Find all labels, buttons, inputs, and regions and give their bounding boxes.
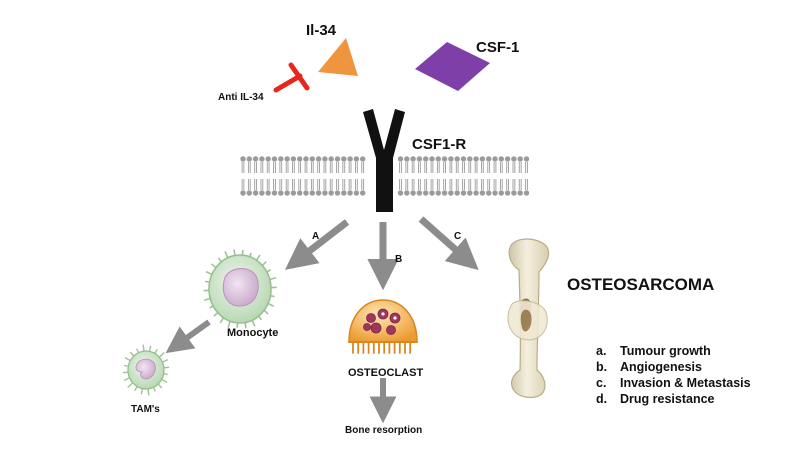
pathway-a-label: A — [312, 231, 319, 242]
monocyte-label: Monocyte — [227, 327, 278, 339]
monocyte-to-tam-arrow — [165, 319, 211, 354]
effect-text: Drug resistance — [620, 392, 715, 406]
pathway-c-arrow — [418, 216, 479, 271]
tam-cell-icon — [122, 344, 170, 396]
osteosarcoma-title: OSTEOSARCOMA — [567, 275, 714, 294]
il34-label: Il-34 — [306, 22, 337, 39]
monocyte-cell-icon — [203, 249, 277, 329]
csf1-ligand-diamond — [415, 42, 490, 91]
bone-resorption-label: Bone resorption — [345, 425, 422, 436]
osteoclast-cell-icon — [348, 299, 418, 354]
anti-il34-label: Anti IL-34 — [218, 92, 264, 103]
pathway-b-label: B — [395, 254, 402, 265]
anti-il34-inhibitor-icon — [273, 62, 310, 93]
osteosarcoma-effects-list: a. Tumour growth b. Angiogenesis c. Inva… — [596, 344, 751, 406]
pathway-c-label: C — [454, 231, 461, 242]
effect-text: Tumour growth — [620, 344, 711, 358]
csf1r-receptor — [363, 109, 405, 212]
csf1r-label: CSF1-R — [412, 136, 466, 153]
effect-text: Invasion & Metastasis — [620, 376, 751, 390]
effect-text: Angiogenesis — [620, 360, 702, 374]
csf1-label: CSF-1 — [476, 39, 519, 56]
cell-membrane — [240, 156, 530, 196]
effect-marker: b. — [596, 360, 607, 374]
effect-marker: c. — [596, 376, 606, 390]
osteoclast-label: OSTEOCLAST — [348, 367, 423, 379]
il34-ligand-triangle — [318, 38, 358, 76]
effect-marker: d. — [596, 392, 607, 406]
osteosarcoma-bone-icon — [507, 238, 550, 399]
pathway-a-arrow — [285, 219, 350, 270]
tams-label: TAM's — [131, 404, 160, 415]
effect-marker: a. — [596, 344, 606, 358]
